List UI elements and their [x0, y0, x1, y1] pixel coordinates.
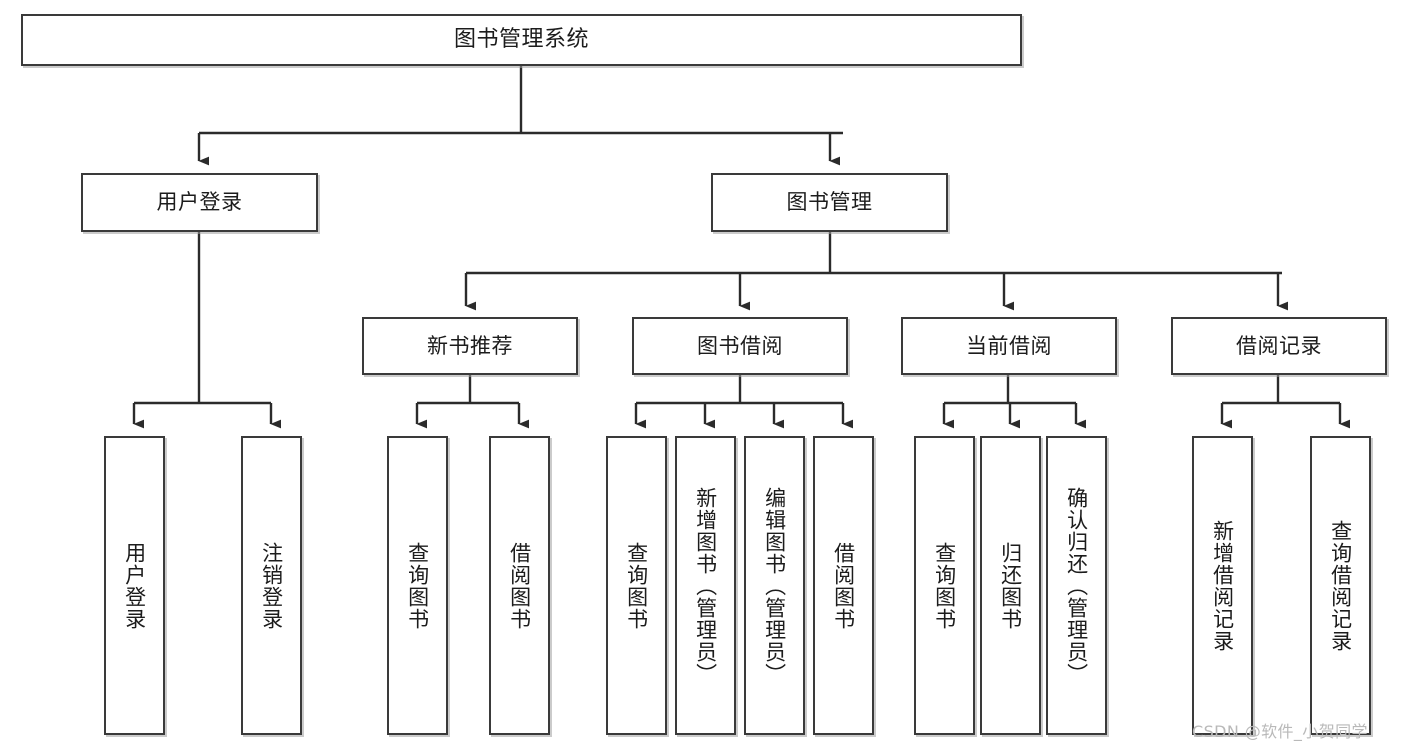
- node-leaf-query-book-borrow[interactable]: 查询图书: [606, 436, 667, 735]
- node-label: 新增借阅记录: [1210, 519, 1235, 652]
- node-label: 图书管理: [786, 190, 873, 215]
- node-label: 归还图书: [998, 541, 1023, 630]
- node-label: 用户登录: [122, 541, 147, 630]
- csdn-watermark: CSDN @软件_小贺同学: [1192, 722, 1368, 741]
- node-user-login[interactable]: 用户登录: [81, 173, 318, 232]
- node-leaf-user-login[interactable]: 用户登录: [104, 436, 165, 735]
- node-label: 借阅记录: [1236, 333, 1322, 358]
- node-label: 新书推荐: [427, 333, 513, 358]
- node-leaf-edit-book-admin[interactable]: 编辑图书（管理员）: [744, 436, 805, 735]
- node-label: 图书管理系统: [453, 27, 589, 53]
- node-label: 查询图书: [405, 541, 430, 630]
- node-leaf-add-book-admin[interactable]: 新增图书（管理员）: [675, 436, 736, 735]
- node-leaf-logout[interactable]: 注销登录: [241, 436, 302, 735]
- node-book-management[interactable]: 图书管理: [711, 173, 948, 232]
- node-leaf-confirm-return-admin[interactable]: 确认归还（管理员）: [1046, 436, 1107, 735]
- node-label: 查询借阅记录: [1328, 519, 1353, 652]
- node-leaf-borrow-book[interactable]: 借阅图书: [813, 436, 874, 735]
- node-leaf-query-book-current[interactable]: 查询图书: [914, 436, 975, 735]
- node-new-book-recommend[interactable]: 新书推荐: [362, 317, 578, 375]
- node-leaf-return-book[interactable]: 归还图书: [980, 436, 1041, 735]
- node-label: 查询图书: [624, 541, 649, 630]
- node-leaf-query-book-recommend[interactable]: 查询图书: [387, 436, 448, 735]
- node-book-borrow[interactable]: 图书借阅: [632, 317, 848, 375]
- node-label: 编辑图书（管理员）: [762, 486, 787, 685]
- node-borrow-record[interactable]: 借阅记录: [1171, 317, 1387, 375]
- node-label: 注销登录: [259, 541, 284, 630]
- node-label: 用户登录: [156, 190, 243, 215]
- node-label: 新增图书（管理员）: [693, 486, 718, 685]
- node-label: 确认归还（管理员）: [1064, 486, 1089, 685]
- node-label: 查询图书: [932, 541, 957, 630]
- node-label: 借阅图书: [507, 541, 532, 630]
- node-leaf-query-borrow-record[interactable]: 查询借阅记录: [1310, 436, 1371, 735]
- node-label: 当前借阅: [966, 333, 1052, 358]
- node-leaf-add-borrow-record[interactable]: 新增借阅记录: [1192, 436, 1253, 735]
- node-label: 图书借阅: [697, 333, 783, 358]
- node-root-book-management-system[interactable]: 图书管理系统: [21, 14, 1022, 66]
- node-current-borrow[interactable]: 当前借阅: [901, 317, 1117, 375]
- node-label: 借阅图书: [831, 541, 856, 630]
- node-leaf-borrow-book-recommend[interactable]: 借阅图书: [489, 436, 550, 735]
